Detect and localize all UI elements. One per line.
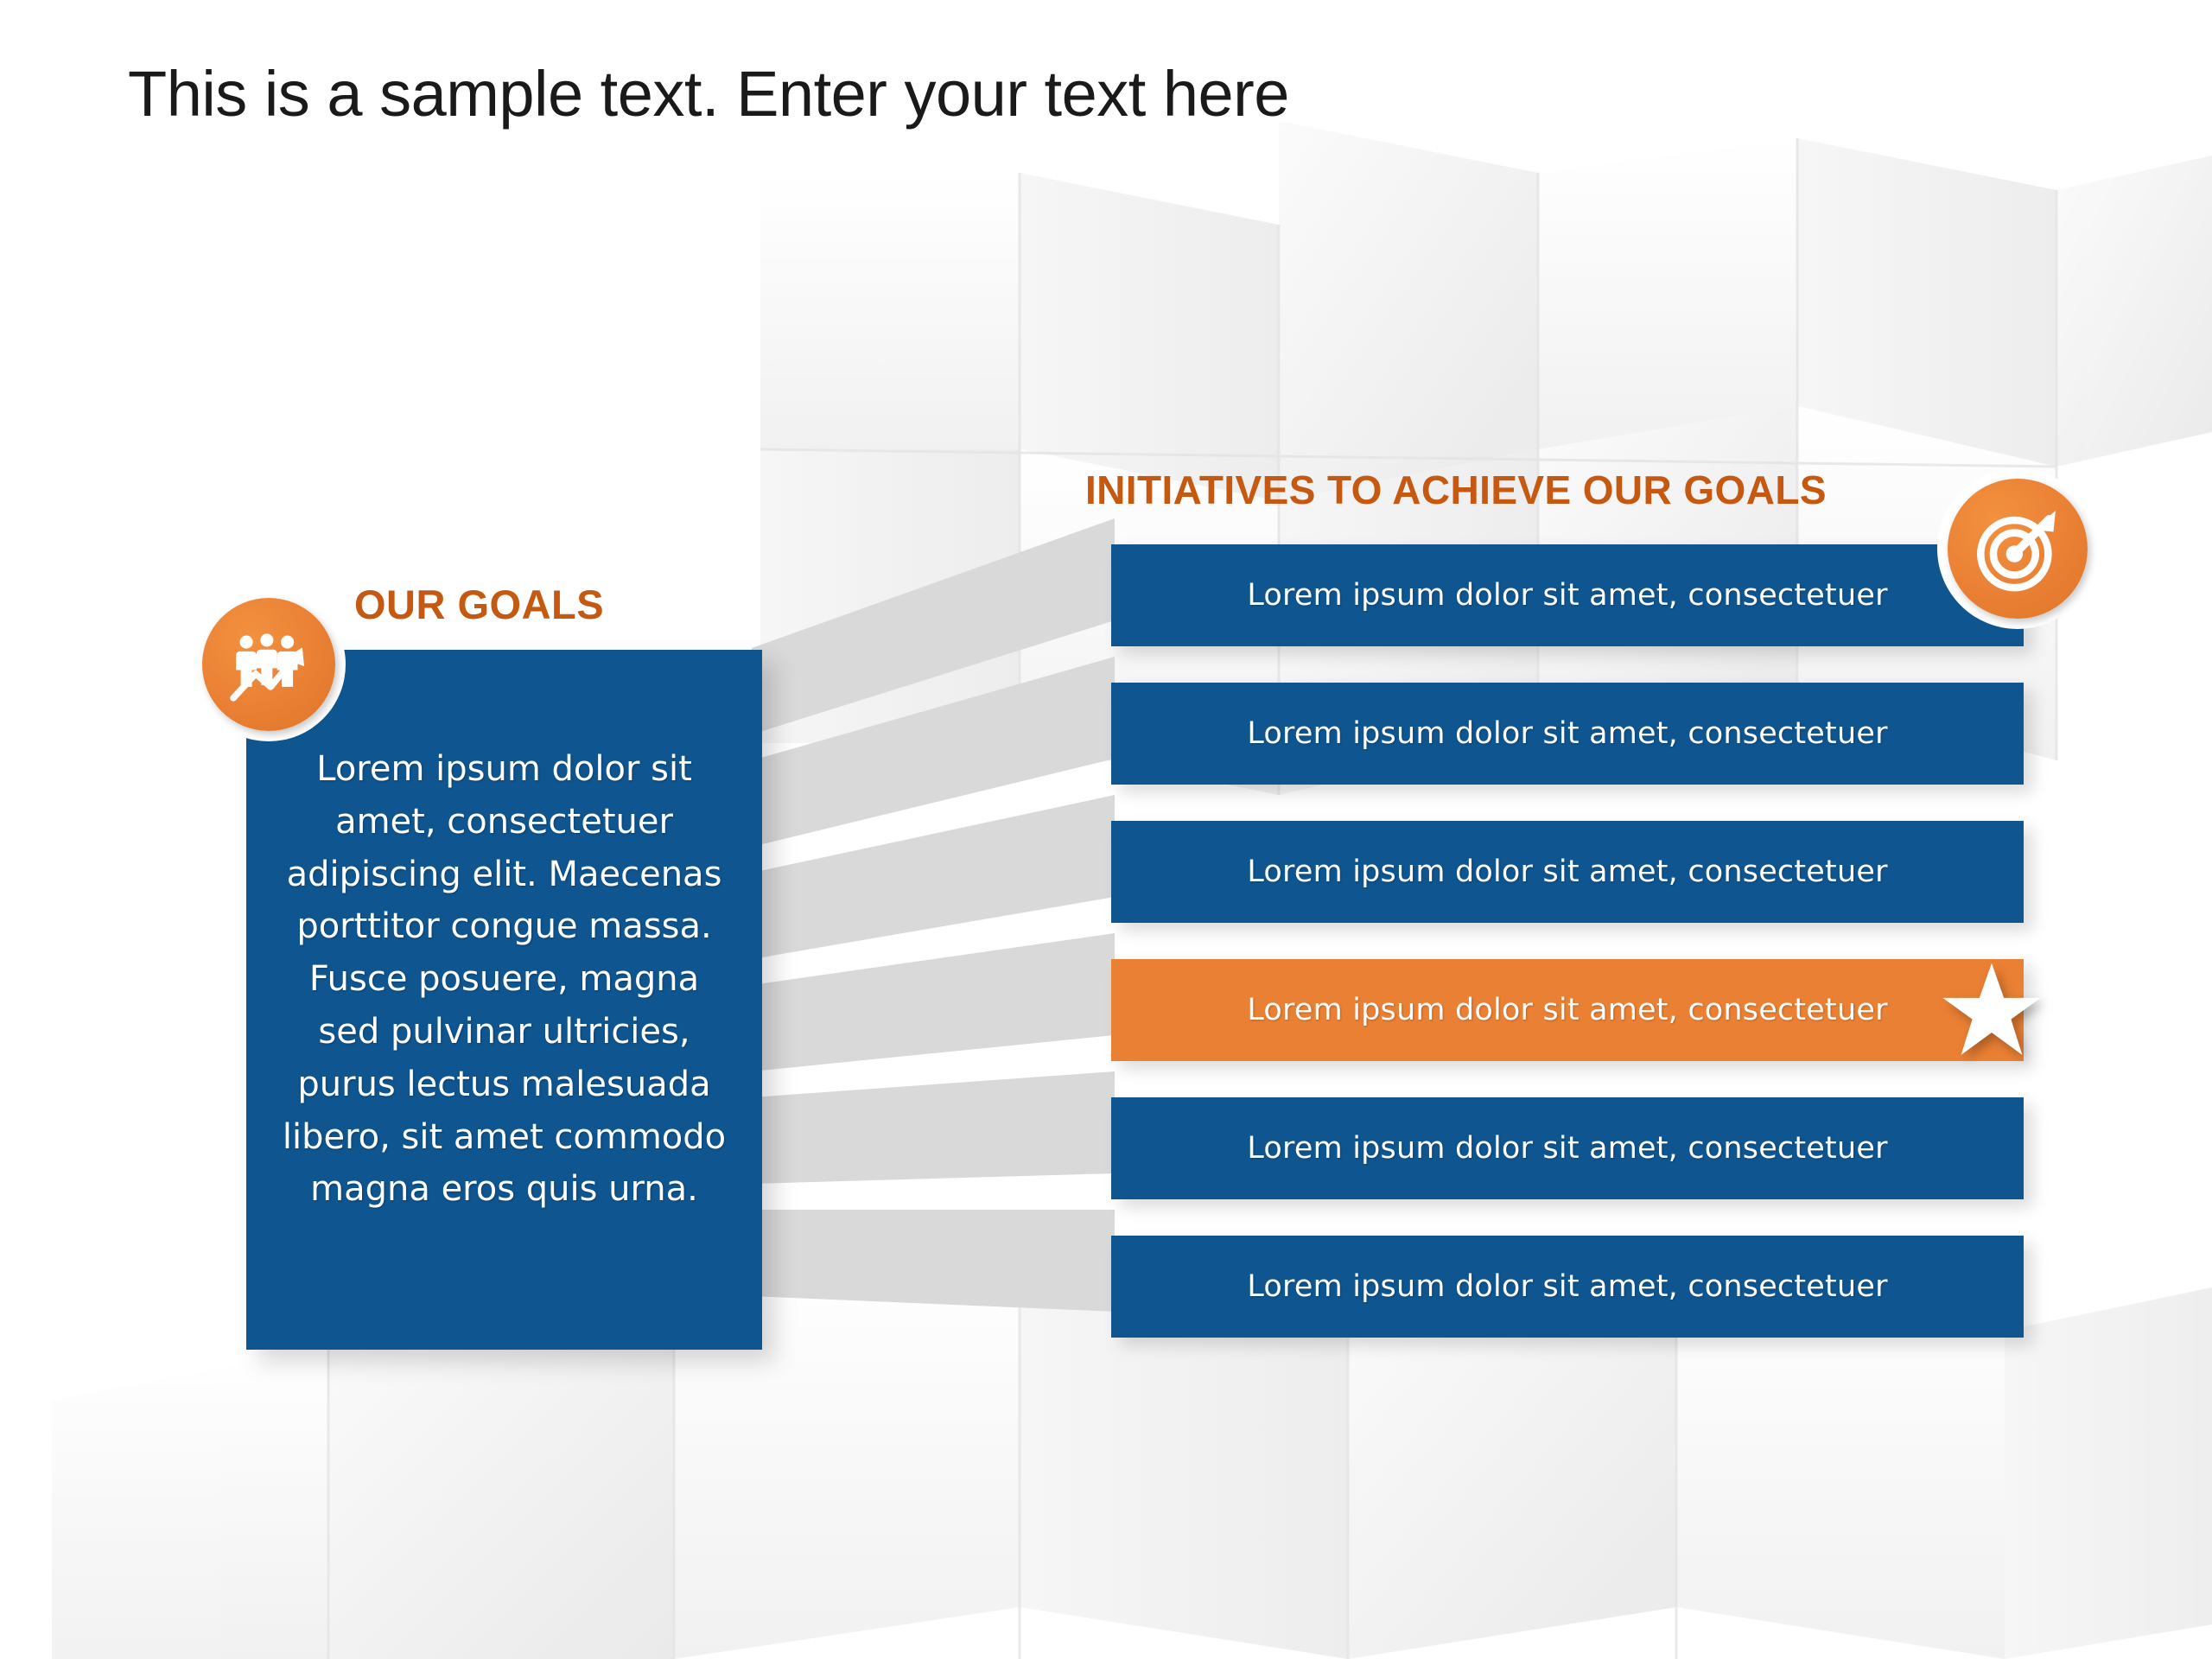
ribbon-6 [752, 1210, 1115, 1312]
initiative-label: Lorem ipsum dolor sit amet, consectetuer [1247, 855, 1888, 889]
goals-heading: OUR GOALS [354, 582, 605, 627]
initiatives-list: Lorem ipsum dolor sit amet, consectetuer… [1111, 544, 2041, 1338]
goals-box: Lorem ipsum dolor sit amet, consectetuer… [246, 650, 762, 1350]
star-icon [1941, 959, 2043, 1061]
ribbon-5 [752, 1071, 1115, 1184]
initiative-bar-3[interactable]: Lorem ipsum dolor sit amet, consectetuer [1111, 821, 2024, 923]
initiative-label: Lorem ipsum dolor sit amet, consectetuer [1247, 578, 1888, 613]
initiative-label: Lorem ipsum dolor sit amet, consectetuer [1247, 1269, 1888, 1304]
page-title: This is a sample text. Enter your text h… [128, 58, 1289, 130]
goals-badge [192, 588, 346, 741]
ribbon-4 [752, 933, 1115, 1071]
initiative-label: Lorem ipsum dolor sit amet, consectetuer [1247, 993, 1888, 1027]
initiatives-badge [1937, 468, 2098, 629]
target-bullseye-arrow-icon [1948, 479, 2088, 619]
initiative-bar-1[interactable]: Lorem ipsum dolor sit amet, consectetuer [1111, 544, 2024, 646]
initiative-label: Lorem ipsum dolor sit amet, consectetuer [1247, 1131, 1888, 1166]
connector-ribbons [752, 518, 1115, 1365]
initiative-label: Lorem ipsum dolor sit amet, consectetuer [1247, 716, 1888, 751]
ribbon-3 [752, 795, 1115, 959]
initiative-bar-4-highlighted[interactable]: Lorem ipsum dolor sit amet, consectetuer [1111, 959, 2041, 1061]
people-growth-chart-icon [202, 598, 335, 731]
initiatives-heading: INITIATIVES TO ACHIEVE OUR GOALS [1085, 467, 1827, 512]
initiative-bar-5[interactable]: Lorem ipsum dolor sit amet, consectetuer [1111, 1097, 2024, 1199]
goals-body-text: Lorem ipsum dolor sit amet, consectetuer… [282, 749, 727, 1210]
initiative-bar-6[interactable]: Lorem ipsum dolor sit amet, consectetuer [1111, 1236, 2024, 1338]
initiative-bar-2[interactable]: Lorem ipsum dolor sit amet, consectetuer [1111, 683, 2024, 785]
